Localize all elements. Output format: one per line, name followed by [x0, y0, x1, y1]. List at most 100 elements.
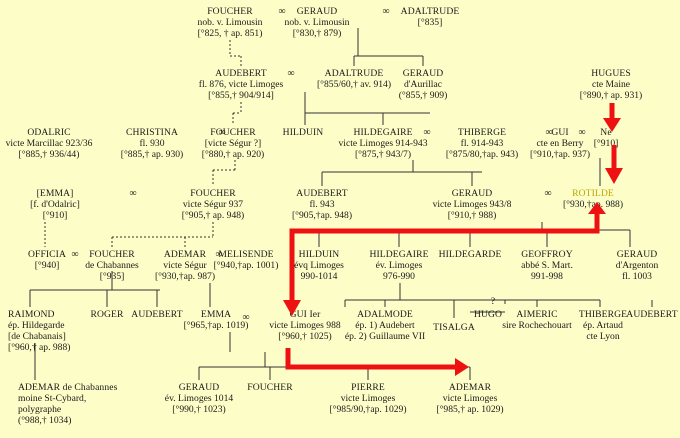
person-name: GERAUD — [451, 188, 493, 199]
person-detail: év. Limoges 1014 — [164, 393, 234, 404]
person-name: MELISENDE — [218, 249, 274, 260]
person-name: FOUCHER — [190, 188, 236, 199]
person-detail: victe Limoges — [442, 393, 498, 404]
person-detail: [°930,†ap. 988) — [562, 199, 624, 210]
person-name: FOUCHER — [247, 382, 293, 393]
marriage-symbol: ∞ — [218, 127, 226, 138]
person-detail: [°905,† ap. 948) — [181, 210, 245, 221]
person-detail: [°935] — [99, 271, 125, 282]
person-detail: sire Rochechouart — [502, 320, 572, 331]
person-name: ADEMAR de Chabannes — [18, 382, 118, 393]
person-detail: [°885,† 936/44) — [18, 149, 80, 160]
person-name: HILDEGAIRE — [369, 249, 429, 260]
person-detail: [°825, † ap. 851) — [197, 28, 263, 39]
person-detail: victe Limoges 914-943 — [338, 138, 428, 149]
person-detail: d'Argenton — [615, 260, 659, 271]
person-detail: [°930,†ap. 987) — [154, 271, 216, 282]
person-detail: [°875,† 943/7) — [354, 149, 412, 160]
person-detail: [de Chabanais] — [8, 331, 66, 342]
person-detail: [°905,†ap. 948) — [291, 210, 353, 221]
person-officia: OFFICIA[°940] — [28, 249, 66, 271]
marriage-symbol: ∞ — [545, 127, 553, 138]
person-detail: victe Ségur — [163, 260, 207, 271]
marriage-symbol: ∞ — [278, 6, 286, 17]
person-name: FOUCHER — [207, 6, 253, 17]
person-detail: polygraphe — [18, 404, 62, 415]
person-detail: (°988,† 1034) — [18, 415, 72, 426]
person-detail: [°985,† ap. 1029) — [436, 404, 504, 415]
person-name: HUGUES — [591, 68, 631, 79]
person-name: ADALMODE — [357, 309, 413, 320]
person-name: ODALRIC — [27, 127, 71, 138]
person-name: FOUCHER — [210, 127, 256, 138]
arrowhead — [283, 300, 301, 316]
person-name: HILDUIN — [298, 249, 340, 260]
person-name: THIBERGE — [457, 127, 507, 138]
person-detail: victe Ségur 937 — [182, 199, 244, 210]
person-name: ? — [490, 296, 496, 307]
person-name: EMMA — [200, 309, 232, 320]
person-name: HILDEGARDE — [438, 249, 502, 260]
person-detail: [°910,†ap. 937) — [529, 149, 591, 160]
person-name: AIMERIC — [516, 309, 558, 320]
person-detail: [°855,† 904/914] — [208, 90, 274, 101]
person-hugo: HUGO — [474, 309, 502, 320]
person-detail: [°965,†ap. 1019) — [183, 320, 249, 331]
person-detail: (°855,† 909) — [398, 90, 448, 101]
person-name: ADEMAR — [163, 249, 207, 260]
person-detail: [°855/60,† av. 914) — [316, 79, 392, 90]
person-detail: de Chabannes — [85, 260, 139, 271]
person-name: AUDEBERT — [626, 309, 678, 320]
person-detail: ép. 2) Guillaume VII — [344, 331, 426, 342]
person-detail: [victe Ségur ?] — [204, 138, 262, 149]
person-detail: 990-1014 — [300, 271, 338, 282]
person-name: [EMMA] — [36, 188, 74, 199]
person-detail: ép. 1) Audebert — [355, 320, 415, 331]
person-detail: [°990,† 1023) — [172, 404, 226, 415]
person-detail: 991-998 — [531, 271, 563, 282]
person-rotilde: ROTILDE[°930,†ap. 988) — [563, 188, 623, 210]
arrowhead — [455, 358, 469, 376]
person-detail: victe Limoges — [340, 393, 396, 404]
person-name: CHRISTINA — [125, 127, 179, 138]
person-detail: [°940,†ap. 1001) — [213, 260, 279, 271]
person-detail: nob. v. Limousin — [284, 17, 350, 28]
person-detail: cte Lyon — [586, 331, 620, 342]
person-detail: [°910] — [42, 210, 68, 221]
person-foucher4: FOUCHER — [247, 382, 292, 393]
person-emma1: [EMMA][f. d'Odalric][°910] — [30, 188, 80, 221]
marriage-symbol: ∞ — [544, 188, 552, 199]
arrow-line — [285, 348, 455, 370]
person-question: ? — [491, 296, 495, 307]
person-detail: victe Marcillac 923/36 — [5, 138, 93, 149]
arrow-line — [289, 210, 600, 300]
arrowhead — [603, 118, 621, 132]
person-foucher2: FOUCHER[victe Ségur ?][°880,† ap. 920) — [202, 127, 264, 160]
person-detail: d'Aurillac — [404, 79, 442, 90]
person-detail: [°940] — [34, 260, 60, 271]
person-detail: fl. 914-943 — [460, 138, 504, 149]
person-detail: ép. Hildegarde — [8, 320, 65, 331]
person-detail: [°890,† ap. 931) — [579, 90, 643, 101]
person-detail: fl. 876, victe Limoges — [198, 79, 284, 90]
